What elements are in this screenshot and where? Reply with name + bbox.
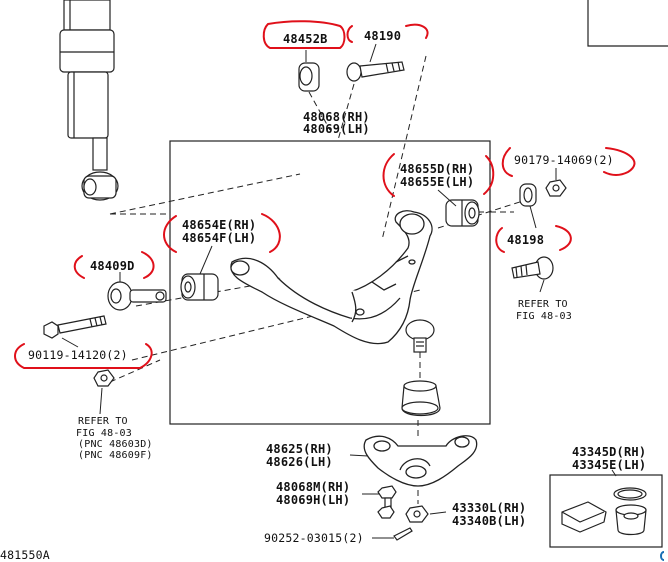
- refer-right-line2: FIG 48-03: [516, 311, 572, 322]
- ball-joint: [405, 319, 435, 353]
- refer-left-line2: FIG 48-03: [76, 428, 132, 439]
- red-mark-90119: [14, 343, 153, 369]
- pnc-line1: (PNC 48603D): [78, 439, 153, 450]
- part-48068M-bolt: [377, 485, 397, 509]
- assembly-frame: [169, 140, 491, 425]
- label-48654F-lh: 48654F(LH): [182, 231, 257, 245]
- label-48655D-rh: 48655D(RH): [400, 162, 475, 176]
- blue-mark: [660, 551, 665, 561]
- red-mark-48190: [346, 23, 429, 43]
- red-mark-48452B: [262, 20, 346, 49]
- bushing-48655D: [445, 199, 480, 227]
- red-mark-90179: [501, 147, 636, 177]
- label-48198: 48198: [507, 233, 545, 247]
- label-48654E-rh: 48654E(RH): [182, 218, 257, 232]
- part-left-nut: [93, 369, 115, 387]
- part-48190: [346, 61, 405, 82]
- label-90252: 90252-03015(2): [264, 531, 364, 545]
- label-90179: 90179-14069(2): [514, 153, 614, 167]
- label-48625-rh: 48625(RH): [266, 442, 333, 456]
- label-48069-lh: 48069(LH): [303, 122, 370, 136]
- label-48655E-lh: 48655E(LH): [400, 175, 475, 189]
- part-43330L-nut: [405, 505, 429, 523]
- dust-boot: [401, 380, 441, 417]
- label-48190: 48190: [364, 29, 402, 43]
- control-arm: [230, 210, 433, 345]
- label-48068M-rh: 48068M(RH): [276, 480, 351, 494]
- red-mark-48409D: [73, 251, 155, 279]
- bushing-48654E: [180, 273, 219, 301]
- label-48068-rh: 48068(RH): [303, 110, 370, 124]
- refer-right-line1: REFER TO: [518, 299, 568, 310]
- label-43340B-lh: 43340B(LH): [452, 514, 527, 528]
- label-43345D-rh: 43345D(RH): [572, 445, 647, 459]
- kit-box: [549, 474, 663, 548]
- part-48452B: [298, 62, 320, 92]
- label-48452B: 48452B: [283, 32, 328, 46]
- knuckle-48625: [363, 435, 478, 487]
- part-90252-small: [377, 505, 395, 519]
- corner-box: [587, 0, 668, 47]
- refer-left-line1: REFER TO: [78, 416, 128, 427]
- part-90119-bolt: [43, 315, 107, 339]
- shock-absorber: [59, 0, 119, 201]
- part-90179-nut: [519, 179, 567, 207]
- solid-leaders: [61, 43, 617, 539]
- label-48626-lh: 48626(LH): [266, 455, 333, 469]
- red-mark-48655D: [382, 153, 495, 197]
- figure-id: 481550A: [0, 548, 50, 562]
- label-48069H-lh: 48069H(LH): [276, 493, 351, 507]
- red-mark-48198: [495, 225, 572, 253]
- label-43345E-lh: 43345E(LH): [572, 458, 647, 472]
- red-annotations: [14, 20, 636, 369]
- red-mark-48654E: [163, 213, 281, 253]
- label-48409D: 48409D: [90, 259, 135, 273]
- part-48198-bolt: [511, 256, 554, 280]
- pnc-line2: (PNC 48609F): [78, 450, 153, 461]
- label-90119: 90119-14120(2): [28, 348, 128, 362]
- part-48409D: [107, 281, 167, 311]
- kit-parts: [561, 487, 647, 536]
- part-90252-pin: [393, 527, 413, 541]
- label-43330L-rh: 43330L(RH): [452, 501, 527, 515]
